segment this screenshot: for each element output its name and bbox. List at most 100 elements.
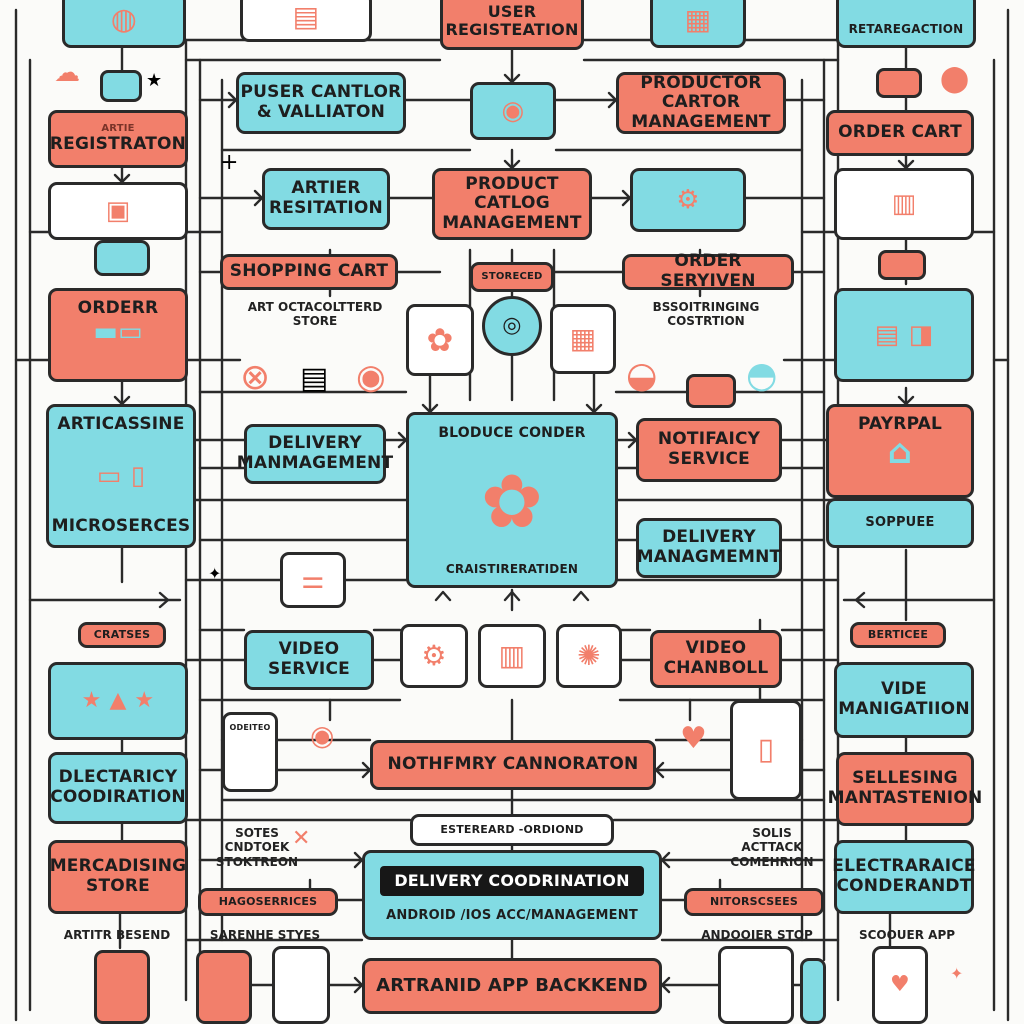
- tablet-panel: Odeiteo: [222, 712, 278, 792]
- star-icon: ★: [146, 70, 163, 91]
- electricity-coordination-label: Dlectaricy Coodiration: [50, 767, 186, 807]
- articles-microservices-node[interactable]: Articassine ▭ ▯ Microserces: [46, 404, 196, 548]
- web-panel-top-left: ▤: [240, 0, 372, 42]
- registration-top-right-label: Retaregaction: [848, 22, 964, 37]
- video-channel-node[interactable]: Video Chanboll: [650, 630, 782, 688]
- electronics-coordination-node[interactable]: Electraraice Conderandt: [832, 840, 976, 914]
- merchandising-store-label: Mercadising Store: [49, 856, 187, 896]
- support-label: Soppuee: [865, 514, 935, 530]
- house-icon: ⌂: [887, 431, 913, 472]
- donut-icon: ◉: [310, 719, 335, 752]
- stored-label: Storeced: [481, 271, 543, 283]
- close-icon: ✕: [292, 826, 311, 851]
- media-panel-3: ✺: [556, 624, 622, 688]
- android-backend-node[interactable]: Artranid App Backkend: [362, 958, 662, 1014]
- flower-icon: ✿: [480, 459, 544, 546]
- paypal-node[interactable]: Payrpal ⌂: [826, 404, 974, 498]
- scooter-app-caption: Scoouer App: [858, 928, 956, 942]
- service-right-label: Berticee: [867, 627, 929, 641]
- registration-left-caption: Artie: [101, 123, 135, 135]
- paypal-label: Payrpal: [857, 414, 943, 434]
- phone-panel-bottom-1: [94, 950, 150, 1024]
- registration-top-right-node[interactable]: Retaregaction: [836, 0, 976, 48]
- order-service-node[interactable]: Order Seryiven: [622, 251, 794, 291]
- gear-panel: ⚙: [630, 168, 746, 232]
- cloud-icon: ☁: [54, 58, 80, 88]
- gear-icon: ⚙: [421, 639, 447, 672]
- video-navigation-node[interactable]: Vide Manigatiion: [834, 662, 974, 738]
- article-store-label: Art Octacoltterd Store: [247, 300, 383, 329]
- phone-icon: ▯: [757, 732, 775, 767]
- product-management-node[interactable]: Productor Cartor Management: [616, 72, 786, 134]
- delivery-coordination-node[interactable]: Delivery Coodrination Android /iOS Acc/M…: [362, 850, 662, 940]
- phone-panel-bottom-5: ♥: [872, 946, 928, 1024]
- notification-service-node[interactable]: Notifaicy Service: [636, 418, 782, 482]
- artist-registration-label: Artier Resitation: [269, 178, 383, 218]
- dashboard-panel-right: ▥: [834, 168, 974, 240]
- electricity-coordination-node[interactable]: Dlectaricy Coodiration: [48, 752, 188, 824]
- order-left-node[interactable]: Orderr ▬▭: [48, 288, 188, 382]
- backend-services-node[interactable]: Hagoserrices: [198, 888, 338, 916]
- order-cart-label: Order Cart: [838, 122, 962, 143]
- stored-node[interactable]: Storeced: [470, 262, 554, 292]
- extended-ordering-node[interactable]: Estereard -Ordiond: [410, 814, 614, 846]
- sliders-icon: ⚌: [301, 565, 325, 595]
- donut-icon: ◍: [110, 2, 138, 37]
- delivery-coordination-label: Delivery Coodrination: [380, 865, 644, 897]
- user-validation-label: Puser Cantlor & Valliaton: [240, 82, 402, 122]
- phone-panel-bottom-2: [196, 950, 252, 1024]
- user-registration-node[interactable]: User Registeation: [440, 0, 584, 50]
- video-channel-label: Video Chanboll: [663, 638, 769, 678]
- notification-service-label: Notifaicy Service: [657, 429, 761, 469]
- heart-icon: ♥: [890, 972, 910, 997]
- stars-panel: ★ ▲ ★: [48, 662, 188, 740]
- settings-panel: ⚌: [280, 552, 346, 608]
- gear-icon: ⚙: [676, 185, 700, 215]
- order-left-label: Orderr: [77, 298, 159, 318]
- network-services-node[interactable]: Nitorscsees: [684, 888, 824, 916]
- door-icon: ▦: [569, 322, 597, 355]
- registration-left-label: Registraton: [49, 133, 187, 154]
- delivery-management-node[interactable]: Delivery Manmagement: [237, 424, 393, 484]
- order-cart-node[interactable]: Order Cart: [826, 110, 974, 156]
- registration-left-node[interactable]: Artie Registraton: [48, 110, 188, 168]
- extended-ordering-label: Estereard -Ordiond: [440, 822, 584, 836]
- notification-coordination-node[interactable]: Nothfmry Cannoraton: [370, 740, 656, 790]
- delivery-management-label: Delivery Manmagement: [236, 433, 394, 473]
- crates-node[interactable]: Cratses: [78, 622, 166, 648]
- electronics-coordination-label: Electraraice Conderandt: [832, 856, 976, 896]
- bell-icon: [100, 70, 142, 102]
- database-icon: ▤ ◨: [874, 320, 934, 350]
- phone-panel-bottom-4: [718, 946, 794, 1024]
- service-right-node[interactable]: Berticee: [850, 622, 946, 648]
- android-stop-caption: Andooier Stop: [701, 928, 813, 942]
- laptop-panel-center: ◉: [470, 82, 556, 140]
- heart-icon: ♥: [680, 721, 707, 756]
- sparkle-icon: ✦: [208, 564, 222, 583]
- product-center-label: Bloduce Conder: [438, 425, 586, 441]
- door-panel: ▦: [550, 304, 616, 374]
- solus-right-caption: Solis Acttack Comehrion: [730, 826, 814, 869]
- clipboard-icon: ▤: [300, 361, 329, 396]
- target-panel: ◎: [482, 296, 542, 356]
- box-icon: [686, 374, 736, 408]
- shopping-cart-node[interactable]: Shopping Cart: [220, 254, 398, 290]
- product-catalog-node[interactable]: Product Catlog Management: [432, 168, 592, 240]
- video-service-label: Video Service: [268, 639, 350, 679]
- monitor-icon: ▣: [105, 196, 131, 226]
- user-validation-node[interactable]: Puser Cantlor & Valliaton: [236, 72, 406, 134]
- support-node[interactable]: Soppuee: [826, 498, 974, 548]
- user-registration-label: User Registeation: [445, 1, 579, 39]
- selling-maintenance-node[interactable]: Sellesing Mantastenion: [828, 752, 982, 826]
- delivery-management-right-node[interactable]: Delivery Managmemnt: [636, 518, 782, 578]
- video-service-node[interactable]: Video Service: [244, 630, 374, 690]
- artist-registration-node[interactable]: Artier Resitation: [262, 168, 390, 230]
- artist-backend-caption: Artitr Besend: [63, 928, 171, 942]
- merchandising-store-node[interactable]: Mercadising Store: [48, 840, 188, 914]
- articles-microservices-bottom-label: Microserces: [51, 516, 191, 537]
- subscription-label: Bssoitringing Costrtion: [652, 300, 760, 329]
- storefront-icon: ▦: [684, 3, 712, 36]
- sparkle-icon: +: [220, 150, 239, 175]
- order-service-label: Order Seryiven: [660, 251, 756, 291]
- product-center-node[interactable]: Bloduce Conder ✿ Craistireratiden: [406, 412, 618, 588]
